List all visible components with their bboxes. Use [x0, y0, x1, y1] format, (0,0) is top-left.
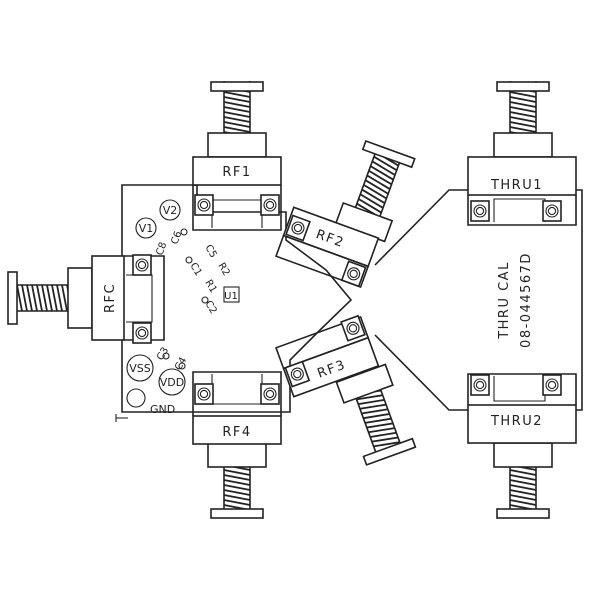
rf4-label: RF4 — [222, 425, 251, 440]
vdd-pad: VDD — [158, 368, 186, 396]
r1-label: R1 — [202, 278, 218, 295]
rf3-connector: RF3 — [275, 315, 417, 466]
vss-label: VSS — [129, 362, 151, 375]
thru1-label: THRU1 — [490, 178, 543, 193]
vss-pad: VSS — [126, 354, 154, 382]
r2-label: R2 — [215, 261, 231, 278]
thru-cal-part-number: 08-044567D — [519, 252, 534, 348]
vdd-label: VDD — [160, 376, 184, 389]
rfc-label: RFC — [103, 283, 118, 313]
v2-label: V2 — [163, 204, 178, 217]
v1-pad: V1 — [135, 217, 157, 239]
c8-label: C8 — [154, 241, 169, 257]
thru-cal-title: THRU CAL — [497, 261, 512, 340]
c2-label: C2 — [202, 299, 218, 316]
v1-label: V1 — [139, 222, 154, 235]
thru2-connector — [467, 373, 577, 519]
u1-footprint: U1 — [223, 286, 240, 303]
c6-label: C6 — [169, 230, 184, 246]
rf1-label: RF1 — [222, 165, 251, 180]
thru-cal-board-outline — [374, 189, 583, 411]
gnd-pad: GND — [126, 388, 175, 416]
thru1-connector — [467, 80, 577, 226]
u1-label: U1 — [224, 291, 238, 302]
rfc-connector — [7, 254, 165, 344]
c1-label: C1 — [187, 261, 203, 278]
rf2-connector: RF2 — [275, 139, 416, 289]
rf1-connector — [192, 80, 282, 231]
rf4-connector — [192, 371, 282, 519]
smd-components — [162, 228, 209, 370]
thru2-label: THRU2 — [490, 414, 543, 429]
v2-pad: V2 — [159, 199, 181, 221]
gnd-label: GND — [150, 403, 175, 416]
c5-label: C5 — [202, 243, 218, 260]
